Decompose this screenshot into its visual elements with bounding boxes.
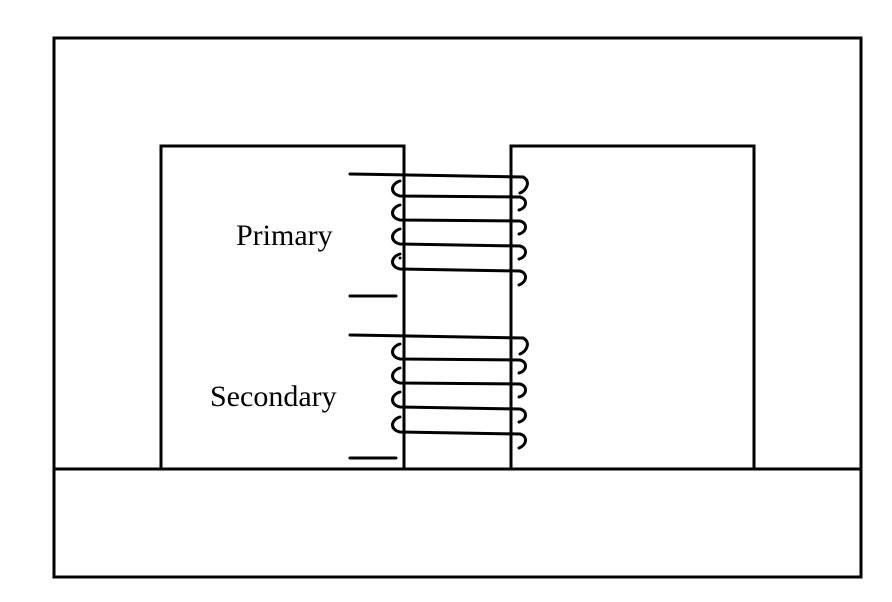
primary-coil-turns bbox=[391, 175, 529, 287]
core-window-right bbox=[509, 144, 756, 471]
primary-lead-top bbox=[348, 172, 525, 179]
secondary-winding bbox=[348, 333, 529, 460]
secondary-coil-turns bbox=[391, 336, 529, 450]
core-window-left bbox=[159, 144, 406, 471]
secondary-lead-top bbox=[348, 333, 525, 340]
core-outer-frame bbox=[52, 36, 863, 579]
primary-winding bbox=[348, 172, 529, 298]
secondary-label: Secondary bbox=[210, 380, 337, 413]
primary-label: Primary bbox=[236, 219, 333, 252]
